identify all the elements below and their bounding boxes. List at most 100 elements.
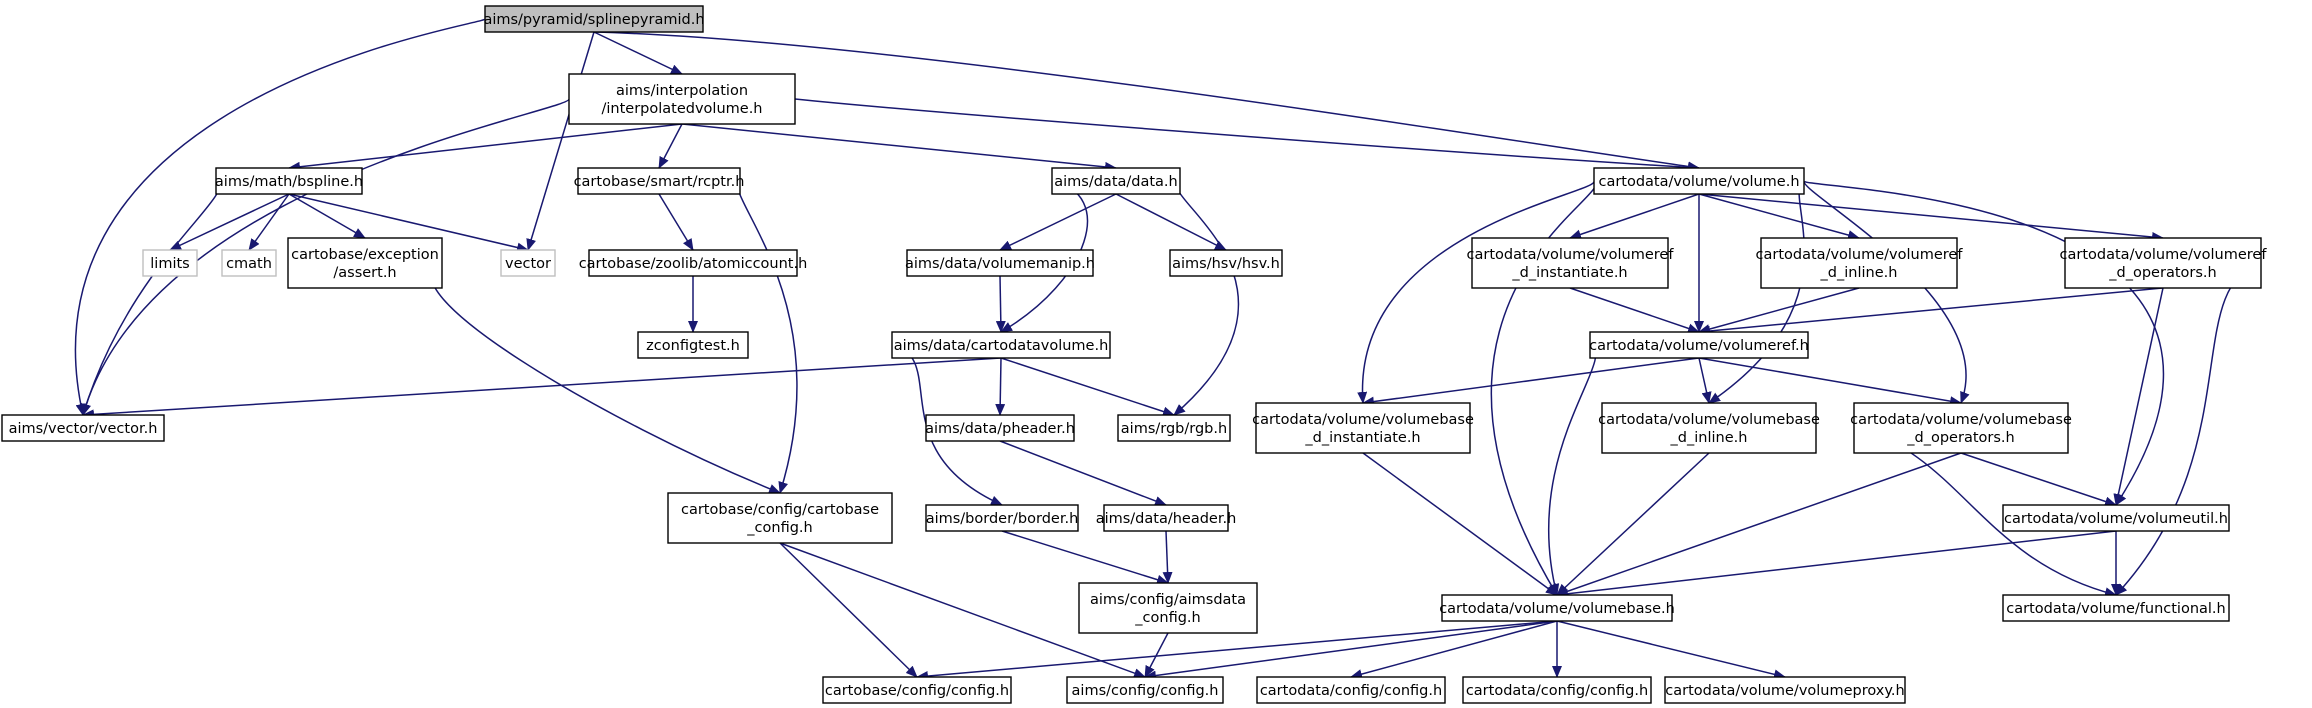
node-n6[interactable]: cartobase/smart/rcptr.h (574, 167, 745, 195)
node-label: cartobase/zoolib/atomiccount.h (579, 256, 808, 272)
node-n23[interactable]: aims/config/config.h (1066, 676, 1224, 704)
node-box (1471, 237, 1669, 289)
edge-n27-n29 (1698, 357, 1712, 404)
edge-n1-n7 (681, 123, 1117, 172)
node-n34[interactable]: cartodata/config/config.h (1256, 676, 1446, 704)
node-n8[interactable]: limits (142, 249, 198, 277)
node-n4[interactable]: cartodata/volume/volume.h (1593, 167, 1805, 195)
node-label: aims/data/pheader.h (925, 421, 1075, 437)
node-n15[interactable]: aims/data/cartodatavolume.h (891, 331, 1111, 359)
node-n11[interactable]: cartobase/zoolib/atomiccount.h (579, 249, 808, 277)
node-box (667, 492, 893, 544)
node-box (1601, 402, 1817, 454)
node-label: cartodata/volume/volumebase (1252, 412, 1474, 428)
edge-n26-n33 (2115, 262, 2262, 596)
node-n25[interactable]: cartodata/volume/volumeref _d_inline.h (1756, 237, 1964, 289)
node-label: cartodata/volume/volumeref (1756, 247, 1964, 263)
edge-n5-n2 (81, 180, 221, 416)
edge-n4-n28 (1357, 180, 1595, 404)
edge-n4-n26 (1698, 193, 2164, 242)
node-n27[interactable]: cartodata/volume/volumeref.h (1589, 331, 1809, 359)
node-n26[interactable]: cartodata/volume/volumeref_d_operators.h (2060, 237, 2268, 289)
node-n30[interactable]: cartodata/volume/volumebase_d_operators.… (1850, 402, 2072, 454)
node-box (1760, 237, 1958, 289)
edge-n30-n31 (1960, 452, 2117, 507)
node-n28[interactable]: cartodata/volume/volumebase_d_instantiat… (1252, 402, 1474, 454)
node-label: _d_inline.h (1670, 430, 1748, 446)
edge-n1-n6 (658, 123, 683, 169)
node-n31[interactable]: cartodata/volume/volumeutil.h (2002, 504, 2230, 532)
node-n32[interactable]: cartodata/volume/volumebase.h (1439, 594, 1675, 622)
node-n14[interactable]: aims/hsv/hsv.h (1169, 249, 1283, 277)
edge-n4-n24 (1569, 193, 1700, 240)
node-n7[interactable]: aims/data/data.h (1051, 167, 1181, 195)
node-box (588, 249, 798, 277)
edge-n0-n2 (74, 18, 486, 416)
node-box (484, 5, 704, 33)
edge-n15-n2 (82, 357, 1002, 420)
edge-n5-n10 (288, 193, 366, 239)
edge-n26-n27 (1698, 287, 2164, 336)
node-label: aims/vector/vector.h (9, 421, 158, 437)
edge-n6-n11 (658, 193, 694, 251)
edge-n19-n20 (1162, 530, 1173, 584)
node-label: aims/interpolation (616, 83, 748, 99)
edge-n7-n16 (1173, 180, 1239, 416)
node-label: cmath (226, 256, 272, 272)
node-n22[interactable]: cartobase/config/config.h (822, 676, 1012, 704)
edge-n32-n36 (1556, 620, 1786, 680)
node-n18[interactable]: aims/border/border.h (925, 504, 1079, 532)
node-box (1103, 504, 1229, 532)
node-label: limits (150, 256, 189, 272)
node-label: cartodata/volume/volumebase.h (1439, 601, 1675, 617)
node-n35[interactable]: cartodata/config/config.h (1462, 676, 1652, 704)
edge-n32-n34 (1350, 620, 1558, 679)
node-n29[interactable]: cartodata/volume/volumebase_d_inline.h (1598, 402, 1820, 454)
node-n36[interactable]: cartodata/volume/volumeproxy.h (1664, 676, 1906, 704)
node-box (1078, 582, 1258, 634)
node-n21[interactable]: cartobase/config/cartobase_config.h (667, 492, 893, 544)
edge-n17-n19 (999, 440, 1167, 506)
node-label: aims/border/border.h (926, 511, 1079, 527)
node-label: cartobase/config/cartobase (681, 502, 879, 518)
node-box (500, 249, 556, 277)
node-label: _d_instantiate.h (1511, 265, 1627, 281)
node-n9[interactable]: cmath (221, 249, 277, 277)
node-box (1255, 402, 1471, 454)
edge-n15-n17 (995, 357, 1006, 416)
node-label: _d_inline.h (1820, 265, 1898, 281)
edge-n30-n32 (1556, 452, 1962, 597)
edge-n21-n23 (779, 542, 1146, 678)
node-n2[interactable]: aims/vector/vector.h (1, 414, 165, 442)
node-box (1853, 402, 2069, 454)
node-n0[interactable]: aims/pyramid/splinepyramid.h (483, 5, 705, 33)
node-n10[interactable]: cartobase/exception/assert.h (287, 237, 443, 289)
node-box (2064, 237, 2262, 289)
node-n33[interactable]: cartodata/volume/functional.h (2002, 594, 2230, 622)
edge-n1-n4 (794, 98, 1700, 173)
node-label: cartobase/exception (291, 247, 439, 263)
node-n13[interactable]: aims/data/volumemanip.h (905, 249, 1095, 277)
node-box (287, 237, 443, 289)
node-n24[interactable]: cartodata/volume/volumeref_d_instantiate… (1467, 237, 1675, 289)
node-label: _config.h (1134, 610, 1200, 626)
node-n5[interactable]: aims/math/bspline.h (215, 167, 363, 195)
node-box (891, 331, 1111, 359)
edge-n24-n27 (1569, 287, 1700, 334)
edge-n21-n22 (779, 542, 918, 678)
node-n12[interactable]: zconfigtest.h (637, 331, 749, 359)
node-n19[interactable]: aims/data/header.h (1096, 504, 1237, 532)
node-n16[interactable]: aims/rgb/rgb.h (1117, 414, 1231, 442)
node-label: /interpolatedvolume.h (602, 101, 763, 117)
node-n1[interactable]: aims/interpolation/interpolatedvolume.h (568, 73, 796, 125)
edge-n27-n32 (1547, 344, 1597, 596)
node-box (1256, 676, 1446, 704)
node-box (822, 676, 1012, 704)
node-n20[interactable]: aims/config/aimsdata_config.h (1078, 582, 1258, 634)
edge-n7-n14 (1115, 193, 1227, 251)
node-n3[interactable]: vector (500, 249, 556, 277)
node-label: cartobase/config/config.h (825, 683, 1009, 699)
node-n17[interactable]: aims/data/pheader.h (925, 414, 1075, 442)
node-box (1664, 676, 1906, 704)
edge-n4-n29 (1708, 180, 1806, 404)
